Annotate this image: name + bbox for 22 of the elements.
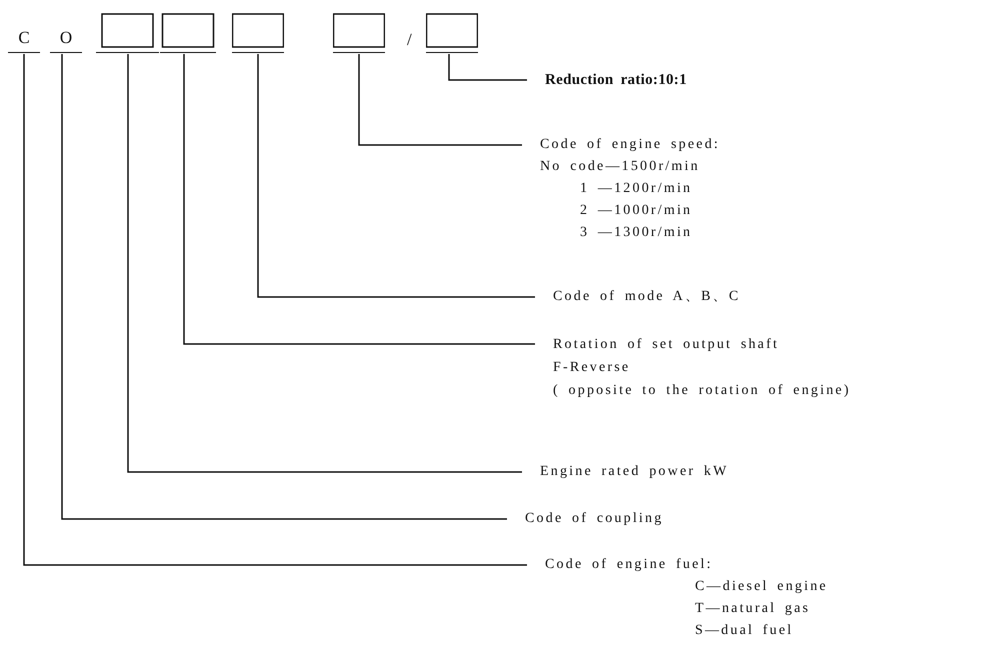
description-text: Reduction ratio:10:1 — [527, 70, 687, 90]
code-box — [426, 13, 478, 53]
leader-line — [127, 54, 522, 473]
code-box — [96, 13, 159, 53]
leader-line — [183, 54, 535, 345]
code-letter: C — [8, 28, 40, 53]
description-text: Code of coupling — [507, 508, 664, 530]
description-text: Code of mode A、B、C — [535, 286, 740, 308]
code-box — [232, 13, 284, 53]
code-letter: O — [50, 28, 82, 53]
description-text: Rotation of set output shaft F-Reverse ( opposite to the rotation of engine) — [535, 332, 935, 402]
leader-line — [358, 54, 522, 146]
leader-line — [61, 54, 507, 520]
description-text: Code of engine fuel: C—diesel engine T—natural gas S—dual fuel — [527, 554, 828, 642]
code-box — [333, 13, 385, 53]
leader-line — [23, 54, 527, 566]
leader-line — [257, 54, 535, 298]
code-box — [160, 13, 216, 53]
leader-line — [448, 54, 527, 81]
description-text: Code of engine speed: No code—1500r/min 1 —1200r/min 2 —1000r/min 3 —1300r/min — [522, 134, 720, 244]
slash-sign: / — [407, 30, 412, 50]
description-text: Engine rated power kW — [522, 461, 729, 483]
